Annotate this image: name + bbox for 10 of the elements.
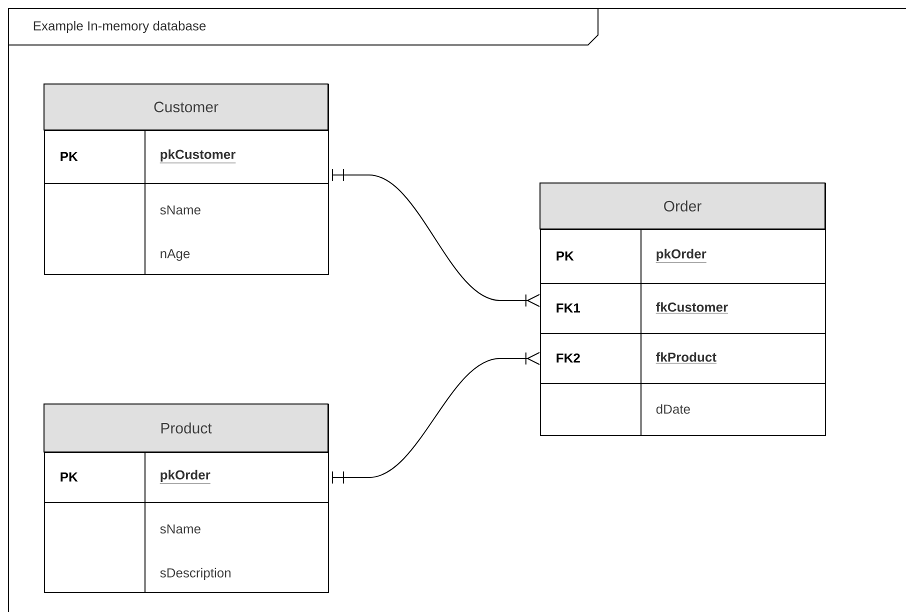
table-row: PK pkOrder [540,228,826,284]
table-row: sName sDescription [44,502,329,593]
relationship-line [332,352,540,484]
table-row: FK2 fkProduct [540,332,826,384]
relationship-line [332,168,540,307]
table-row: sName nAge [44,182,329,275]
table-row: PK pkCustomer [44,130,329,184]
table-row: dDate [540,382,826,436]
table-row: PK pkOrder [44,452,329,503]
table-row: FK1 fkCustomer [540,282,826,334]
